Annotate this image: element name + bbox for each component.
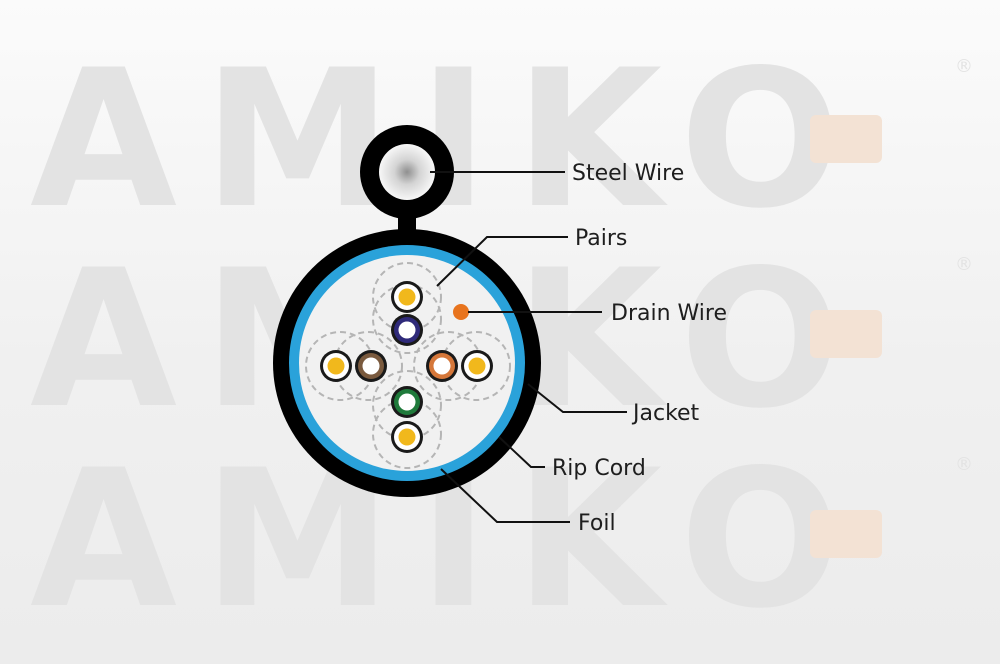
- pair-brown: [320, 350, 387, 382]
- watermark-accent: [810, 510, 882, 558]
- callout-line-jacket: [527, 383, 627, 413]
- watermark-registered-mark: ®: [955, 254, 973, 275]
- pair-blue: [391, 281, 423, 346]
- label-rip-cord: Rip Cord: [552, 456, 646, 481]
- label-drain-wire: Drain Wire: [611, 301, 727, 326]
- watermark-text: AMIKO: [30, 29, 867, 250]
- callout-line-rip-cord: [498, 436, 545, 468]
- watermark-row: AMIKO ®: [30, 29, 973, 250]
- cable: [273, 125, 541, 497]
- watermark-registered-mark: ®: [955, 454, 973, 475]
- watermark-registered-mark: ®: [955, 56, 973, 77]
- label-pairs: Pairs: [575, 226, 627, 251]
- drain-wire: [453, 304, 469, 320]
- callout-line-foil: [440, 468, 570, 523]
- callout-lines: [430, 171, 627, 523]
- label-steel-wire: Steel Wire: [572, 161, 684, 186]
- pair-green: [391, 386, 423, 453]
- watermark-accent: [810, 115, 882, 163]
- callout-line-pairs: [436, 236, 568, 287]
- label-jacket: Jacket: [631, 401, 700, 426]
- label-foil: Foil: [578, 511, 616, 536]
- watermark-row: AMIKO ®: [30, 429, 973, 650]
- callout-labels: Steel Wire Pairs Drain Wire Jacket Rip C…: [552, 161, 727, 536]
- watermark-accent: [810, 310, 882, 358]
- steel-wire: [379, 144, 435, 200]
- pair-orange: [426, 350, 493, 382]
